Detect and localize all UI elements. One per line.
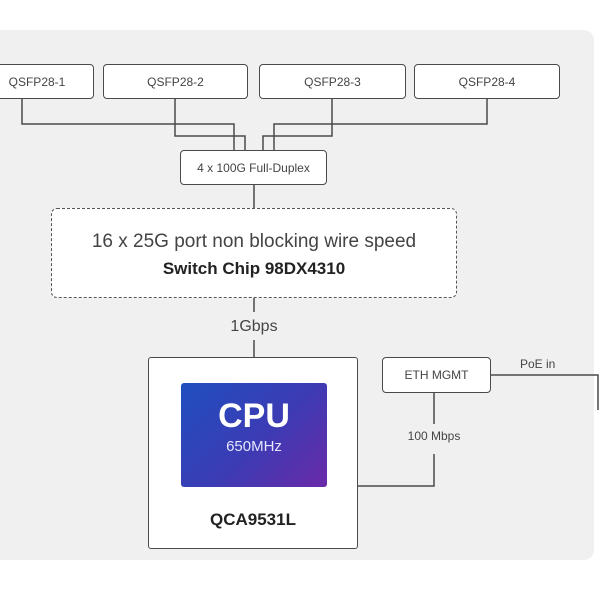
- cpu-chip: CPU 650MHz: [181, 383, 327, 487]
- port-qsfp28-1: QSFP28-1: [0, 64, 94, 99]
- wire-port-4: [273, 99, 488, 150]
- switch-chip-box: 16 x 25G port non blocking wire speed Sw…: [51, 208, 457, 298]
- mgmt-speed-label: 100 Mbps: [392, 429, 476, 443]
- switch-chip-name: Switch Chip 98DX4310: [162, 259, 346, 278]
- cpu-title: CPU: [218, 397, 290, 435]
- port-label: QSFP28-3: [304, 74, 361, 89]
- wire-port-2: [174, 99, 246, 150]
- wire-port-1: [21, 99, 235, 150]
- port-label: QSFP28-2: [147, 74, 204, 89]
- poe-label: PoE in: [520, 357, 556, 371]
- aggregator-label: 4 x 100G Full-Duplex: [197, 160, 310, 175]
- port-qsfp28-2: QSFP28-2: [103, 64, 248, 99]
- wire-poe: [491, 374, 599, 410]
- wire-port-3: [262, 99, 333, 150]
- cpu-frequency: 650MHz: [226, 438, 282, 455]
- port-qsfp28-3: QSFP28-3: [259, 64, 406, 99]
- switch-description: 16 x 25G port non blocking wire speed: [91, 231, 417, 252]
- link-speed-label: 1Gbps: [230, 318, 278, 335]
- aggregator-box: 4 x 100G Full-Duplex: [180, 150, 327, 185]
- eth-mgmt-box: ETH MGMT: [382, 357, 491, 393]
- cpu-model: QCA9531L: [210, 510, 296, 529]
- port-label: QSFP28-4: [458, 74, 516, 89]
- port-qsfp28-4: QSFP28-4: [414, 64, 560, 99]
- wire-cpu-mgmt: [358, 454, 435, 487]
- port-label: QSFP28-1: [8, 74, 66, 89]
- eth-mgmt-label: ETH MGMT: [404, 368, 469, 382]
